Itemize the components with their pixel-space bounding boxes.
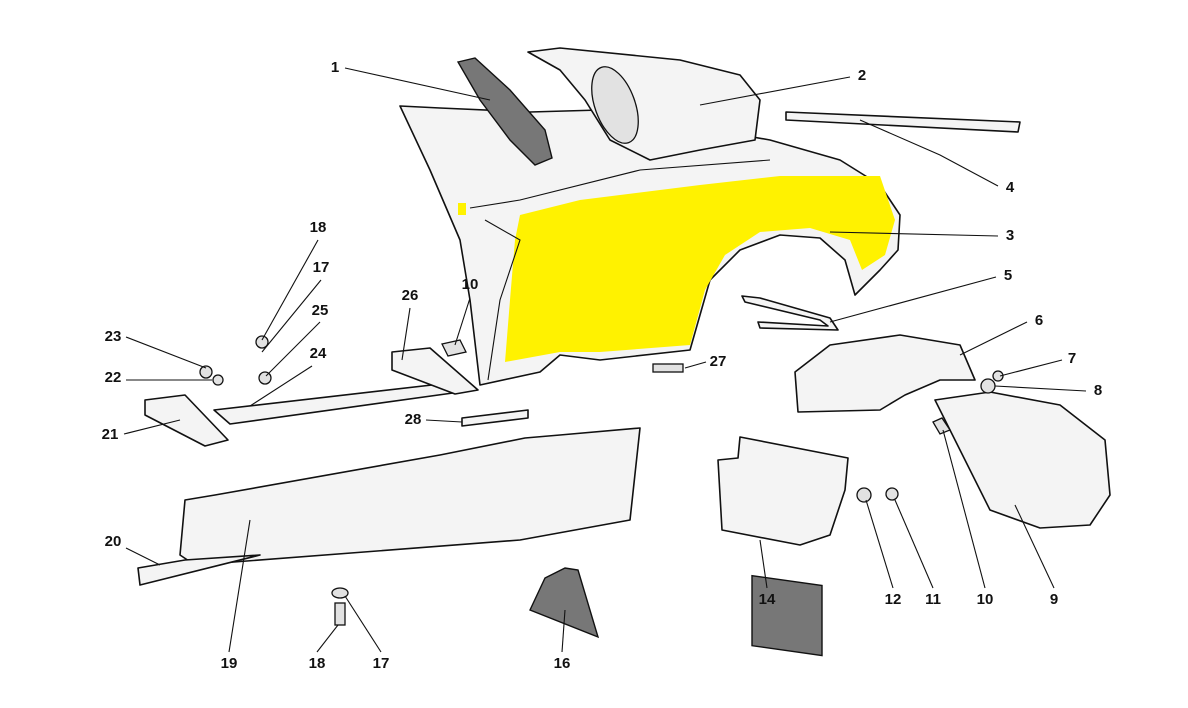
part-screw-18a[interactable] [255,335,269,349]
part-washer-12[interactable] [856,487,872,503]
part-sill-strip-20[interactable] [137,554,261,586]
callout-17-bottom[interactable]: 17 [373,655,390,672]
part-trim-28[interactable] [461,409,529,427]
part-clip-10b[interactable] [932,417,951,435]
callout-12[interactable]: 12 [885,591,902,608]
part-screw-11[interactable] [885,487,899,501]
callout-11[interactable]: 11 [925,591,941,608]
part-mesh-grille[interactable] [456,57,553,166]
callout-8[interactable]: 8 [1094,382,1102,399]
fender-inner-line [469,159,771,209]
callout-23[interactable]: 23 [105,328,122,345]
callout-1[interactable]: 1 [331,59,339,76]
callout-28[interactable]: 28 [405,411,422,428]
part-wheelarch-liner-rear[interactable] [934,391,1111,529]
part-bracket-26[interactable] [391,347,479,395]
part-washer-17b[interactable] [331,587,349,599]
panel-grille [751,574,823,657]
part-side-grille-panel[interactable] [717,436,849,546]
cover-vent [591,66,639,144]
part-screw-7[interactable] [992,370,1004,382]
part-screw-22[interactable] [212,374,224,386]
highlight-spot [458,203,466,215]
callout-21[interactable]: 21 [102,426,119,443]
callout-9[interactable]: 9 [1050,591,1058,608]
callout-3[interactable]: 3 [1006,227,1014,244]
callout-10-top[interactable]: 10 [462,276,479,293]
part-27[interactable] [652,363,684,373]
fender-pillar-line [484,219,521,381]
part-screw-18b[interactable] [334,602,346,626]
callout-27[interactable]: 27 [710,353,727,370]
part-wheelarch-liner-front[interactable] [794,334,976,413]
callout-6[interactable]: 6 [1035,312,1043,329]
part-engine-cover[interactable] [527,47,761,161]
part-mesh-insert[interactable] [529,567,600,639]
callout-7[interactable]: 7 [1068,350,1076,367]
callout-5[interactable]: 5 [1004,267,1012,284]
callout-14[interactable]: 14 [759,591,776,608]
callout-19[interactable]: 19 [221,655,238,672]
callout-20[interactable]: 20 [105,533,122,550]
callout-18-top[interactable]: 18 [310,219,327,236]
part-trim-24[interactable] [213,381,461,425]
callout-18-bottom[interactable]: 18 [309,655,326,672]
callout-25[interactable]: 25 [312,302,329,319]
leader-lines [123,67,1087,653]
callout-26[interactable]: 26 [402,287,419,304]
callout-22[interactable]: 22 [105,369,122,386]
callout-4[interactable]: 4 [1006,179,1015,196]
callout-10-bottom[interactable]: 10 [977,591,994,608]
part-side-sill[interactable] [179,427,641,566]
highlighted-area[interactable] [505,176,895,362]
part-nut-23[interactable] [199,365,213,379]
part-washer-8[interactable] [980,378,996,394]
callout-2[interactable]: 2 [858,67,866,84]
part-nut-25[interactable] [258,371,272,385]
callout-16[interactable]: 16 [554,655,571,672]
part-bracket-21[interactable] [144,394,229,447]
callout-24[interactable]: 24 [310,345,327,362]
part-trim-strip[interactable] [785,111,1021,133]
callout-17-top[interactable]: 17 [313,259,330,276]
part-clip-10a[interactable] [441,339,467,357]
part-bracket[interactable] [741,295,839,331]
